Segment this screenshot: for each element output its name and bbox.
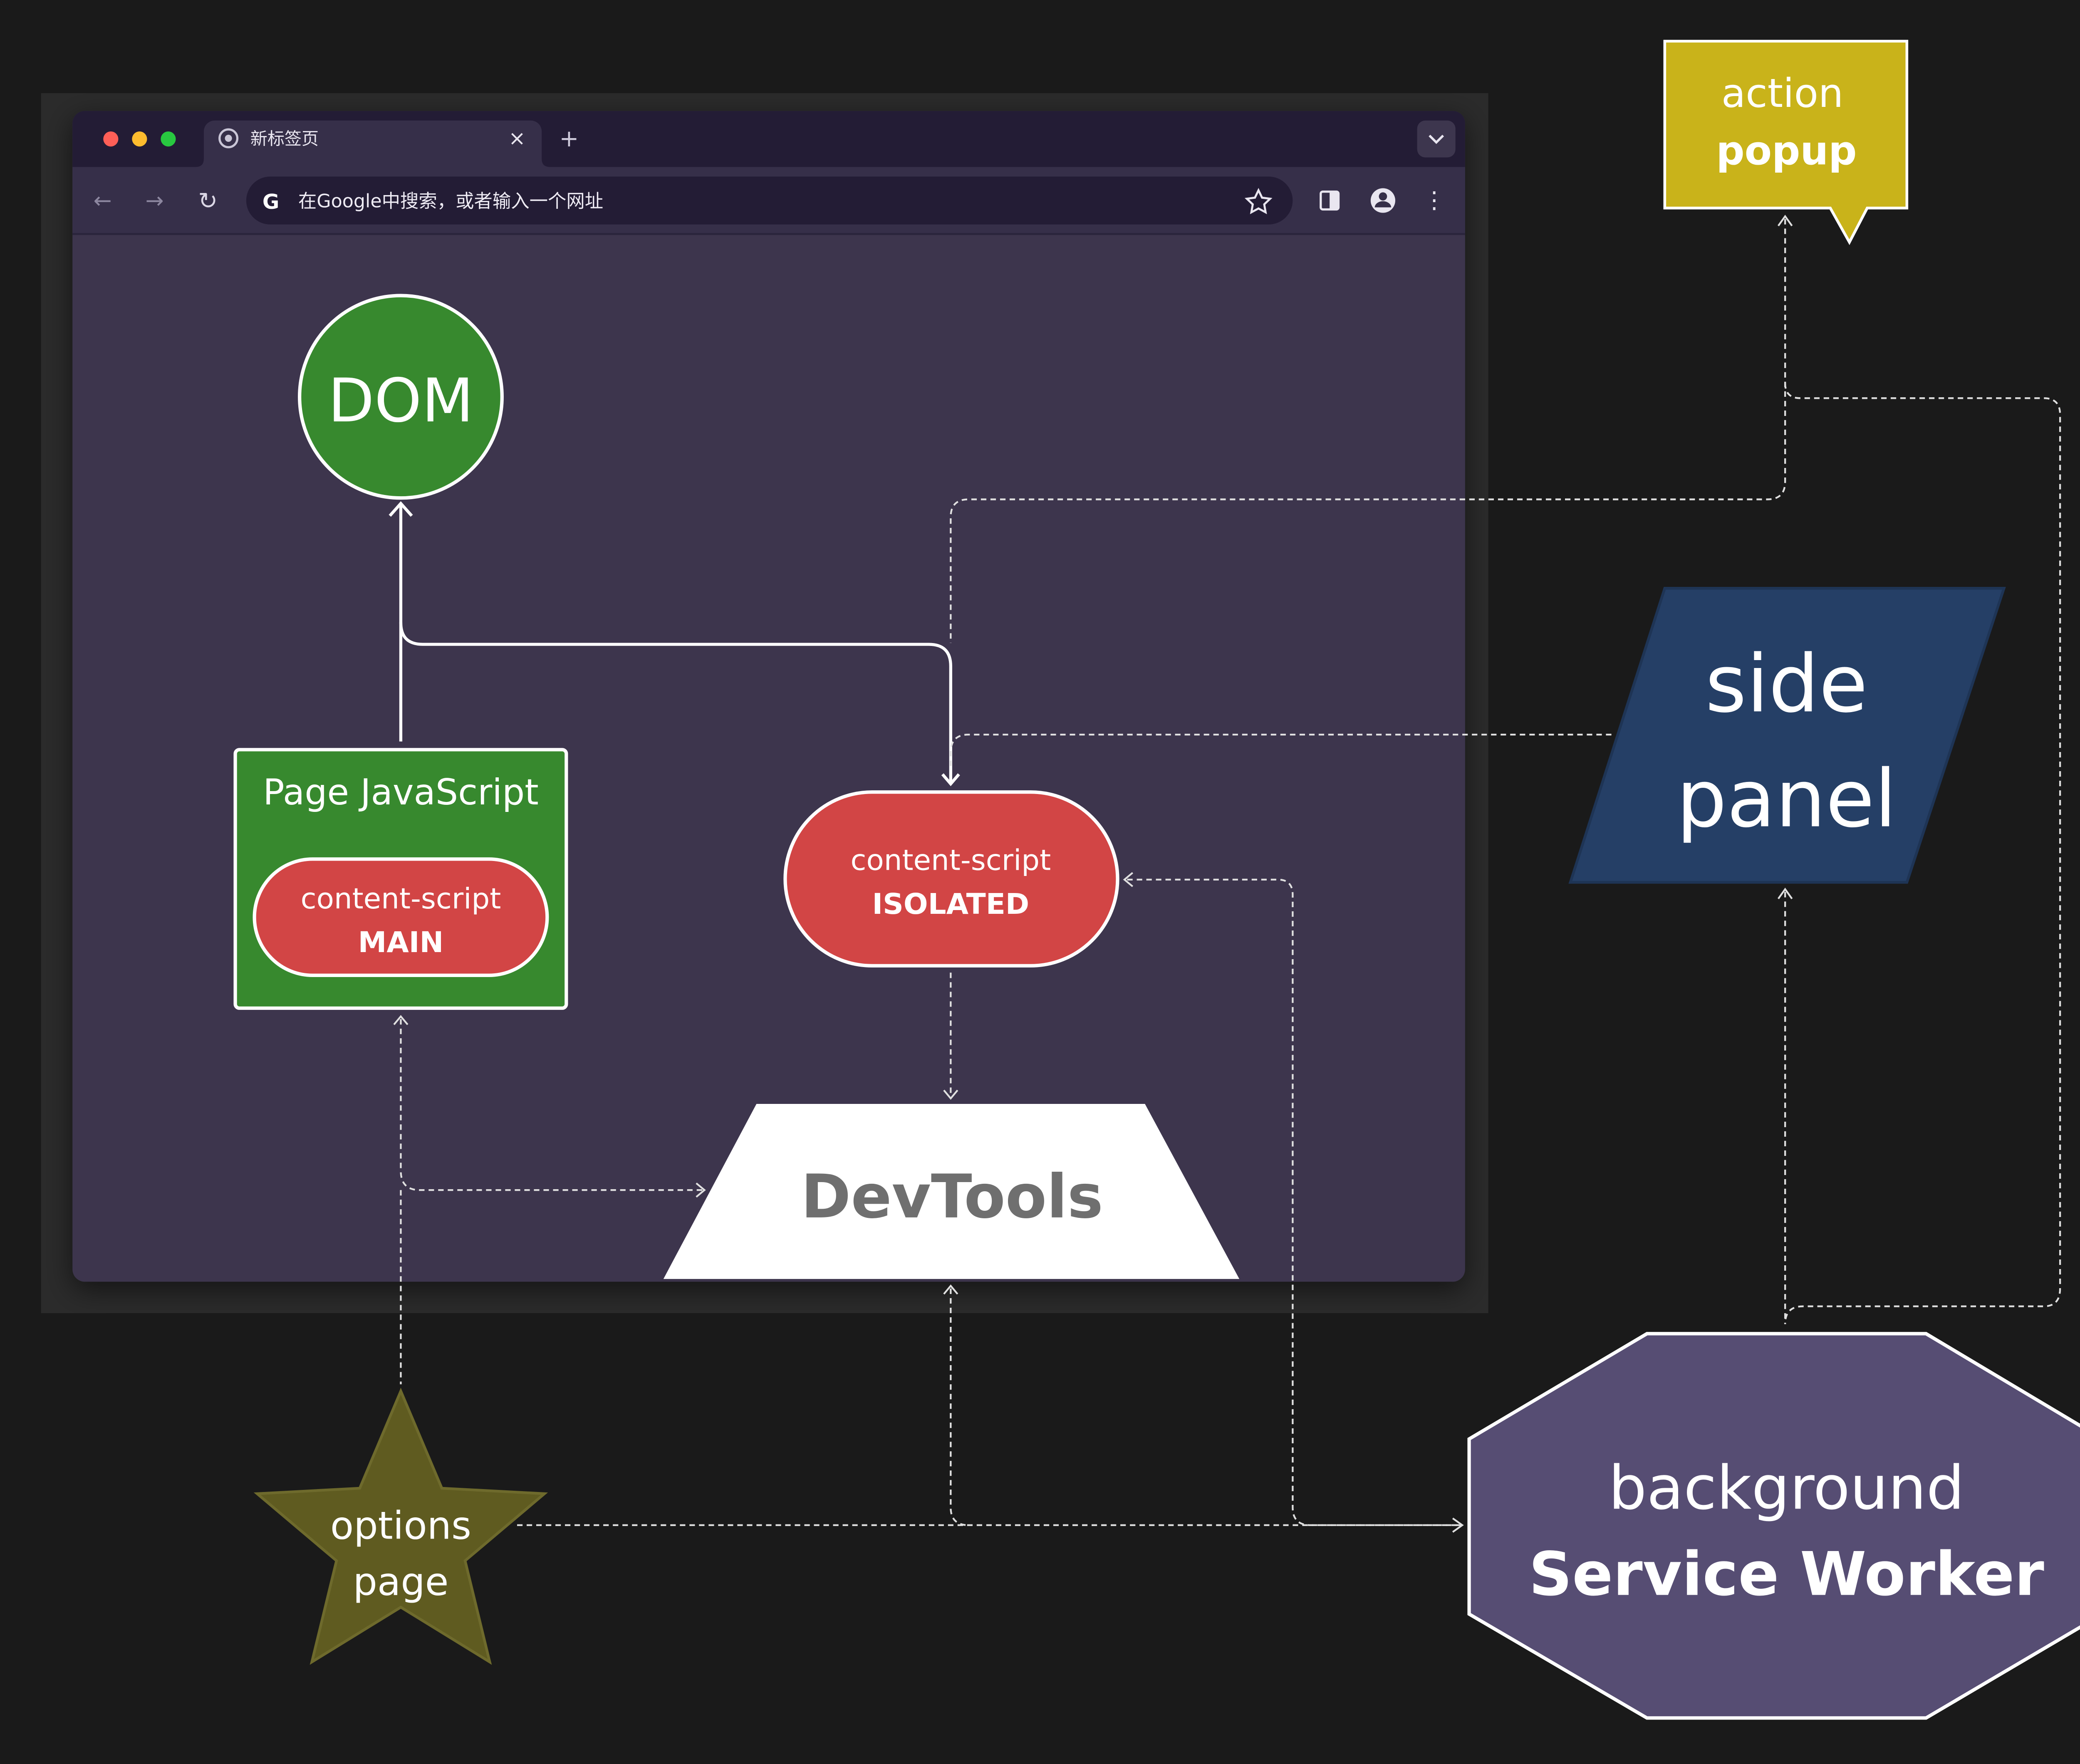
connector-isolated-to-dom	[399, 622, 952, 784]
options-page-line1: options	[330, 1504, 471, 1548]
side-panel-line2: panel	[1676, 752, 1897, 845]
tab-title: 新标签页	[250, 129, 319, 148]
dom-node: DOM	[298, 294, 504, 500]
content-script-main-line2: MAIN	[358, 926, 444, 959]
action-popup-line1: action	[1721, 70, 1843, 116]
connector-isolated-background	[1127, 878, 1461, 1526]
side-panel-line1: side	[1705, 638, 1868, 730]
side-panel-icon[interactable]	[1320, 191, 1340, 211]
content-script-isolated-node: content-script ISOLATED	[783, 790, 1119, 967]
google-icon: G	[262, 190, 279, 214]
close-tab-icon[interactable]: ×	[508, 126, 525, 150]
back-button[interactable]: ←	[94, 188, 112, 213]
connector-devtools-background	[950, 1288, 969, 1526]
content-script-main-node: content-script MAIN	[253, 857, 549, 977]
connector-main-devtools	[400, 1019, 703, 1191]
tab-search-button[interactable]	[1417, 120, 1456, 158]
side-panel-node: side panel	[1568, 587, 2006, 884]
arrowhead-dom	[389, 501, 413, 517]
options-page-node: options page	[253, 1388, 548, 1665]
maximize-window-button[interactable]	[161, 131, 176, 147]
close-window-button[interactable]	[103, 131, 119, 147]
tab-new-tab[interactable]: 新标签页 ×	[196, 120, 550, 167]
connector-popup-background	[1784, 383, 2061, 1324]
background-line2: Service Worker	[1529, 1539, 2044, 1609]
content-script-isolated-line2: ISOLATED	[872, 888, 1029, 921]
forward-button[interactable]: →	[146, 188, 164, 213]
solid-connectors	[389, 501, 960, 787]
background-line1: background	[1609, 1453, 1965, 1523]
page-javascript-label: Page JavaScript	[263, 772, 539, 813]
content-script-isolated-line1: content-script	[851, 844, 1051, 877]
dashed-connectors	[400, 219, 2061, 1526]
background-service-worker-node: background Service Worker	[1467, 1332, 2080, 1720]
address-placeholder: 在Google中搜索，或者输入一个网址	[298, 191, 603, 212]
connector-popup-isolated	[950, 219, 1786, 643]
devtools-node: DevTools	[663, 1103, 1240, 1279]
dom-label: DOM	[328, 366, 473, 436]
chevron-down-icon	[1429, 134, 1444, 144]
bookmark-star-icon[interactable]	[1244, 188, 1273, 214]
action-popup-line2: popup	[1716, 128, 1857, 174]
new-tab-button[interactable]: +	[559, 125, 579, 152]
action-popup-node: action popup	[1663, 40, 1909, 245]
chrome-icon	[218, 128, 239, 148]
options-page-line2: page	[353, 1559, 448, 1604]
devtools-label: DevTools	[801, 1162, 1103, 1232]
connector-sidepanel-isolated	[950, 734, 1612, 766]
content-script-main-line1: content-script	[301, 882, 501, 915]
kebab-menu-icon[interactable]: ⋮	[1423, 187, 1446, 214]
tab-shape	[196, 120, 550, 167]
reload-button[interactable]: ↻	[198, 188, 218, 215]
dashed-arrowheads	[393, 215, 1793, 1533]
profile-icon[interactable]	[1370, 188, 1396, 213]
arrowhead-isolated	[941, 773, 960, 787]
address-bar[interactable]: G 在Google中搜索，或者输入一个网址	[246, 176, 1293, 225]
minimize-window-button[interactable]	[132, 131, 147, 147]
